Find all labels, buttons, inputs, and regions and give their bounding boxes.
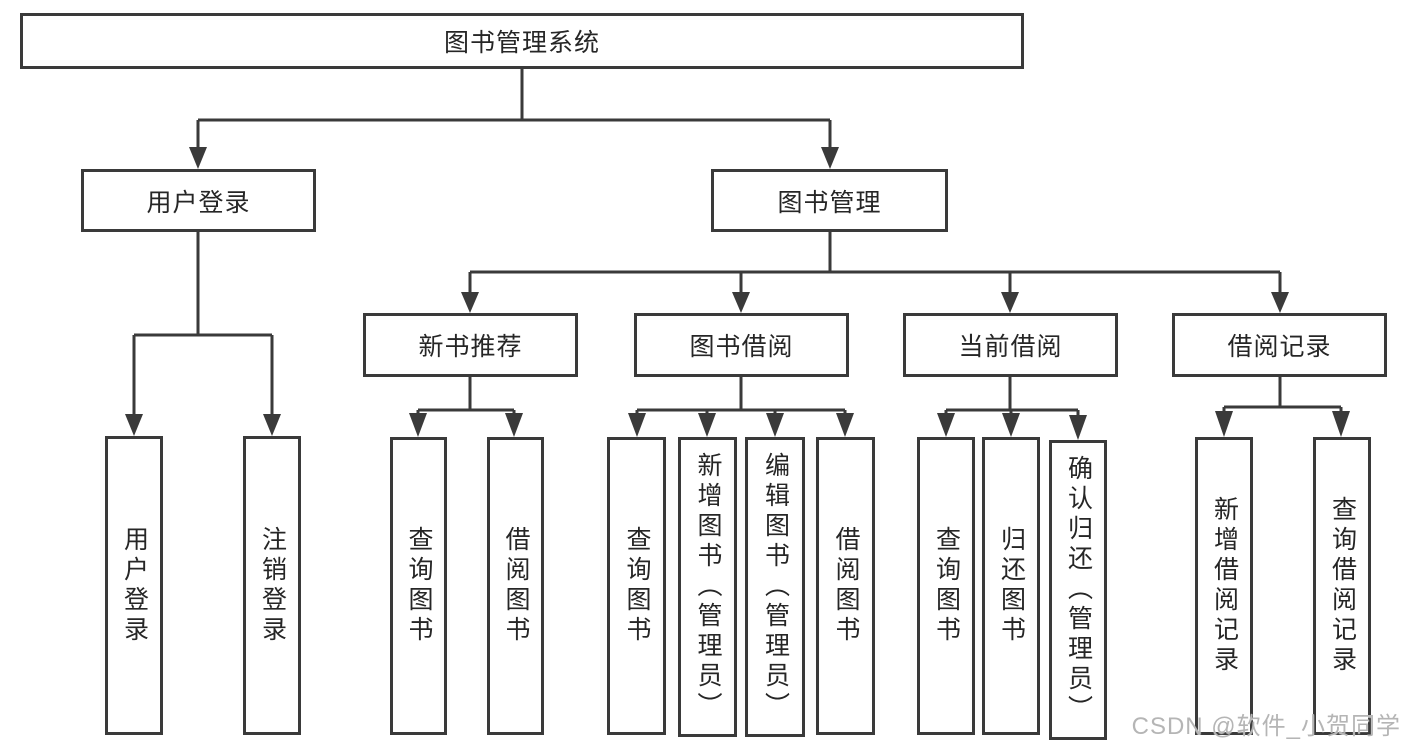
leaf-borrow-books-recommend: 借阅图书 bbox=[487, 437, 544, 735]
csdn-watermark: CSDN @软件_小贺同学 bbox=[1131, 713, 1401, 740]
leaf-query-books-recommend: 查询图书 bbox=[390, 437, 447, 735]
leaf-add-books-admin: 新增图书（管理员） bbox=[678, 437, 737, 737]
connector-paths bbox=[132, 68, 1343, 416]
node-new-book-recommend: 新书推荐 bbox=[363, 313, 578, 377]
node-library-management-system: 图书管理系统 bbox=[20, 13, 1024, 69]
leaf-add-borrow-record: 新增借阅记录 bbox=[1195, 437, 1253, 735]
node-current-borrowing: 当前借阅 bbox=[903, 313, 1118, 377]
leaf-user-login: 用户登录 bbox=[105, 436, 163, 735]
leaf-edit-books-admin: 编辑图书（管理员） bbox=[745, 437, 805, 737]
leaf-query-books-borrow: 查询图书 bbox=[607, 437, 666, 735]
leaf-query-books-current: 查询图书 bbox=[917, 437, 975, 735]
leaf-logout: 注销登录 bbox=[243, 436, 301, 735]
leaf-return-books: 归还图书 bbox=[982, 437, 1040, 735]
leaf-confirm-return-admin: 确认归还（管理员） bbox=[1049, 440, 1107, 740]
node-user-login: 用户登录 bbox=[81, 169, 316, 232]
node-book-borrowing: 图书借阅 bbox=[634, 313, 849, 377]
leaf-query-borrow-record: 查询借阅记录 bbox=[1313, 437, 1371, 735]
node-book-management: 图书管理 bbox=[711, 169, 948, 232]
leaf-borrow-books: 借阅图书 bbox=[816, 437, 875, 735]
arrowhead-down-icons bbox=[125, 147, 1350, 440]
node-borrowing-records: 借阅记录 bbox=[1172, 313, 1387, 377]
